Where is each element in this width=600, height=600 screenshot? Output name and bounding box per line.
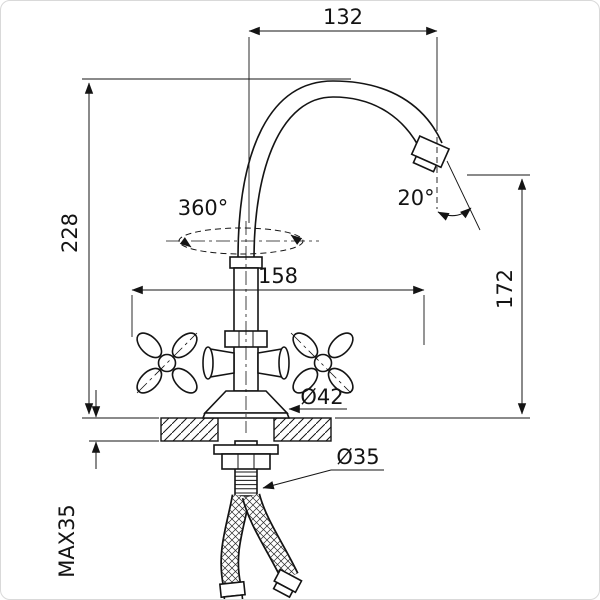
supply-hoses xyxy=(218,493,303,599)
mounting-washer xyxy=(213,444,279,455)
spout-reach-label: 132 xyxy=(323,5,363,29)
dimension-228: 228 xyxy=(58,78,351,419)
left-stem-collar xyxy=(202,346,214,380)
spout-outer-edge xyxy=(237,80,443,260)
dimension-max-thickness: MAX35 xyxy=(55,390,159,578)
aerator xyxy=(410,134,451,173)
shank-threads xyxy=(235,471,257,494)
right-stem-collar xyxy=(278,346,290,380)
right-cross-handle xyxy=(292,332,354,394)
outlet-angle-label: 20° xyxy=(397,186,434,210)
spout-inner-edge xyxy=(253,96,423,260)
total-height-label: 228 xyxy=(58,213,82,253)
outlet-angle-detail: 20° xyxy=(397,137,481,231)
base-diameter-label: Ø42 xyxy=(300,385,343,409)
countertop-right-block xyxy=(273,417,332,442)
mounting-nut xyxy=(221,453,271,470)
dimension-shank-diameter: Ø35 xyxy=(262,445,384,490)
dimension-base-diameter: Ø42 xyxy=(288,385,347,414)
countertop-left-block xyxy=(160,417,219,442)
left-hose xyxy=(218,494,251,599)
mounting-shank xyxy=(213,440,279,497)
dimension-158: 158 xyxy=(131,264,425,345)
swivel-indicator: 360° xyxy=(178,196,304,255)
dimension-172: 172 xyxy=(335,174,530,419)
right-hose-nut xyxy=(272,568,303,599)
outlet-height-label: 172 xyxy=(493,269,517,309)
dimension-132: 132 xyxy=(248,5,438,223)
swivel-angle-label: 360° xyxy=(178,196,229,220)
max-thickness-label: MAX35 xyxy=(55,504,79,578)
countertop-section xyxy=(160,417,332,442)
width-overall-label: 158 xyxy=(258,264,298,288)
right-hose xyxy=(241,493,303,599)
left-hose-nut xyxy=(218,580,246,599)
shank-diameter-label: Ø35 xyxy=(336,445,379,469)
faucet-body xyxy=(136,80,451,419)
